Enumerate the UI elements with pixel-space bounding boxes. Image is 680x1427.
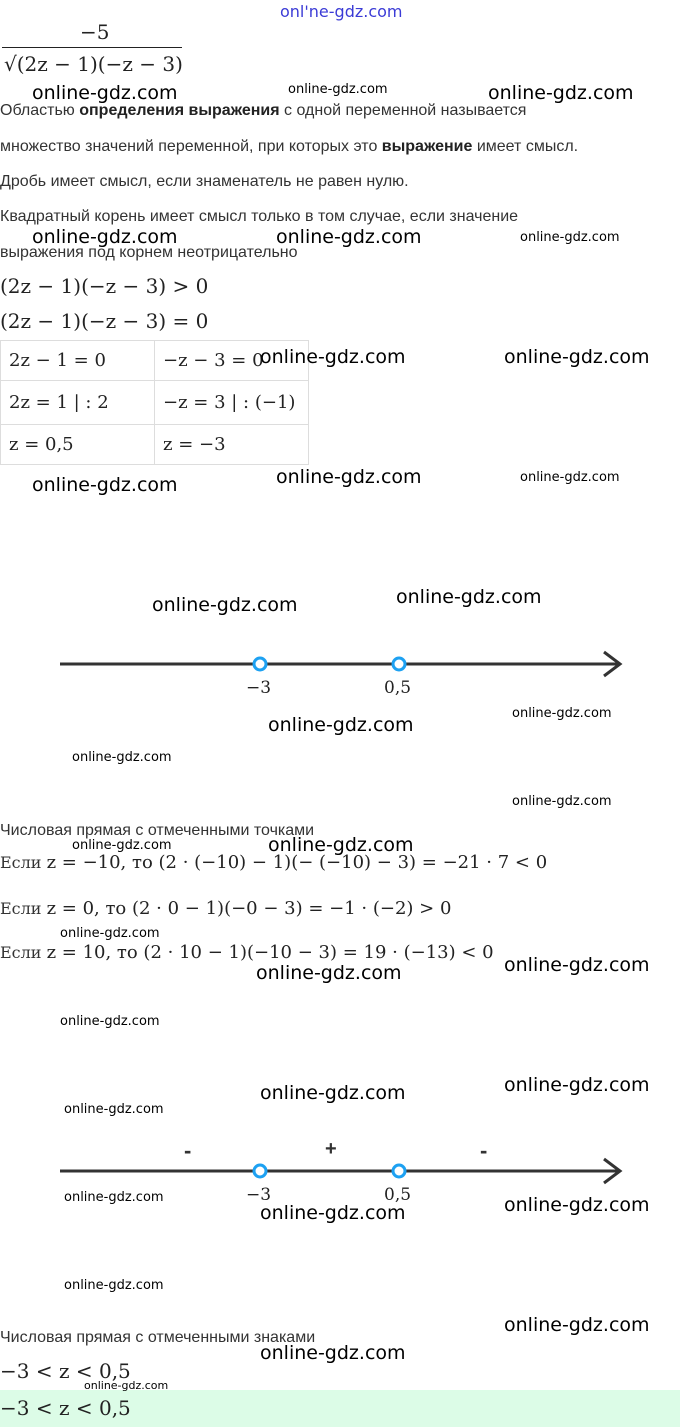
watermark: online-gdz.com <box>84 1379 169 1392</box>
point-label: −3 <box>246 1185 272 1205</box>
watermark: online-gdz.com <box>64 1190 164 1205</box>
watermark: online-gdz.com <box>288 82 388 97</box>
point-minus-3 <box>252 1163 268 1179</box>
watermark: online-gdz.com <box>64 1102 164 1117</box>
sign-label: - <box>480 1138 488 1163</box>
watermark: online-gdz.com <box>260 1082 406 1104</box>
watermark: online-gdz.com <box>260 1202 406 1224</box>
watermark: online-gdz.com <box>72 750 172 765</box>
watermark: online-gdz.com <box>276 466 422 488</box>
table-cell: 2z − 1 = 0 <box>0 340 155 381</box>
table-cell: z = 0,5 <box>0 424 155 465</box>
watermark: online-gdz.com <box>504 1194 650 1216</box>
expression: z = −10, то (2 · (−10) − 1)(− (−10) − 3)… <box>46 852 548 873</box>
watermark: online-gdz.com <box>60 926 160 941</box>
point-minus-3 <box>252 656 268 672</box>
watermark: online-gdz.com <box>260 346 406 368</box>
caption: Числовая прямая с отмеченными знаками <box>0 1329 316 1346</box>
table-row: 2z − 1 = 0−z − 3 = 0 <box>0 340 309 381</box>
watermark: online-gdz.com <box>276 226 422 248</box>
watermark: online-gdz.com <box>396 586 542 608</box>
solution-table: 2z − 1 = 0−z − 3 = 0 2z = 1 | : 2−z = 3 … <box>0 340 309 465</box>
point-0-5 <box>391 656 407 672</box>
watermark: online-gdz.com <box>32 226 178 248</box>
sign-label: + <box>325 1138 337 1160</box>
watermark: online-gdz.com <box>256 962 402 984</box>
bold-term: выражение <box>381 138 473 155</box>
bold-term: определения выражения <box>79 102 280 119</box>
watermark: online-gdz.com <box>504 1314 650 1336</box>
text: с одной переменной называется <box>279 102 527 119</box>
inequality: (2z − 1)(−z − 3) > 0 <box>0 274 209 298</box>
watermark: online-gdz.com <box>152 594 298 616</box>
paragraph: множество значений переменной, при котор… <box>0 138 578 156</box>
expression: z = 10, то (2 · 10 − 1)(−10 − 3) = 19 · … <box>46 942 494 963</box>
watermark: online-gdz.com <box>512 706 612 721</box>
watermark: online-gdz.com <box>512 794 612 809</box>
paragraph: Дробь имеет смысл, если знаменатель не р… <box>0 173 409 190</box>
fraction-denominator: √(2z − 1)(−z − 3) <box>4 52 183 76</box>
text: Если <box>0 899 47 918</box>
watermark: online-gdz.com <box>488 82 634 104</box>
check-line: Если z = −10, то (2 · (−10) − 1)(− (−10)… <box>0 852 547 873</box>
watermark: online-gdz.com <box>268 834 414 856</box>
table-cell: 2z = 1 | : 2 <box>0 380 155 425</box>
point-0-5 <box>391 1163 407 1179</box>
fraction-numerator: −5 <box>80 20 110 44</box>
text: имеет смысл. <box>472 138 579 155</box>
watermark: online-gdz.com <box>520 230 620 245</box>
text: множество значений переменной, при котор… <box>0 138 382 155</box>
watermark: onl'ne-gdz.com <box>280 2 403 21</box>
sign-label: - <box>184 1138 192 1163</box>
check-line: Если z = 10, то (2 · 10 − 1)(−10 − 3) = … <box>0 942 494 963</box>
arrow-icon <box>603 1157 623 1185</box>
arrow-icon <box>603 650 623 678</box>
result: −3 < z < 0,5 <box>0 1359 131 1383</box>
watermark: online-gdz.com <box>32 474 178 496</box>
paragraph: Областью определения выражения с одной п… <box>0 102 526 120</box>
point-label: −3 <box>246 678 272 698</box>
paragraph: выражения под корнем неотрицательно <box>0 244 298 261</box>
paragraph: Квадратный корень имеет смысл только в т… <box>0 208 519 225</box>
watermark: online-gdz.com <box>504 954 650 976</box>
watermark: online-gdz.com <box>60 1014 160 1029</box>
watermark: online-gdz.com <box>64 1278 164 1293</box>
table-cell: −z = 3 | : (−1) <box>154 380 309 425</box>
number-line-signs <box>60 1157 623 1185</box>
answer: −3 < z < 0,5 <box>0 1396 131 1420</box>
watermark: online-gdz.com <box>268 714 414 736</box>
text: Если <box>0 943 47 962</box>
table-cell: z = −3 <box>154 424 309 465</box>
expression: z = 0, то (2 · 0 − 1)(−0 − 3) = −1 · (−2… <box>46 898 452 919</box>
watermark: online-gdz.com <box>72 838 172 853</box>
point-label: 0,5 <box>384 678 412 698</box>
number-line <box>60 650 623 678</box>
answer-box: −3 < z < 0,5 <box>0 1390 680 1427</box>
watermark: online-gdz.com <box>520 470 620 485</box>
text: Областью <box>0 102 80 119</box>
watermark: online-gdz.com <box>504 346 650 368</box>
watermark: online-gdz.com <box>504 1074 650 1096</box>
check-line: Если z = 0, то (2 · 0 − 1)(−0 − 3) = −1 … <box>0 898 451 919</box>
table-cell: −z − 3 = 0 <box>154 340 309 381</box>
point-label: 0,5 <box>384 1185 412 1205</box>
fraction-bar <box>2 47 182 48</box>
text: Если <box>0 853 47 872</box>
watermark: online-gdz.com <box>260 1342 406 1364</box>
watermark: online-gdz.com <box>32 82 178 104</box>
caption: Числовая прямая с отмеченными точками <box>0 822 315 839</box>
table-row: 2z = 1 | : 2−z = 3 | : (−1) <box>0 380 309 425</box>
equation: (2z − 1)(−z − 3) = 0 <box>0 309 209 333</box>
